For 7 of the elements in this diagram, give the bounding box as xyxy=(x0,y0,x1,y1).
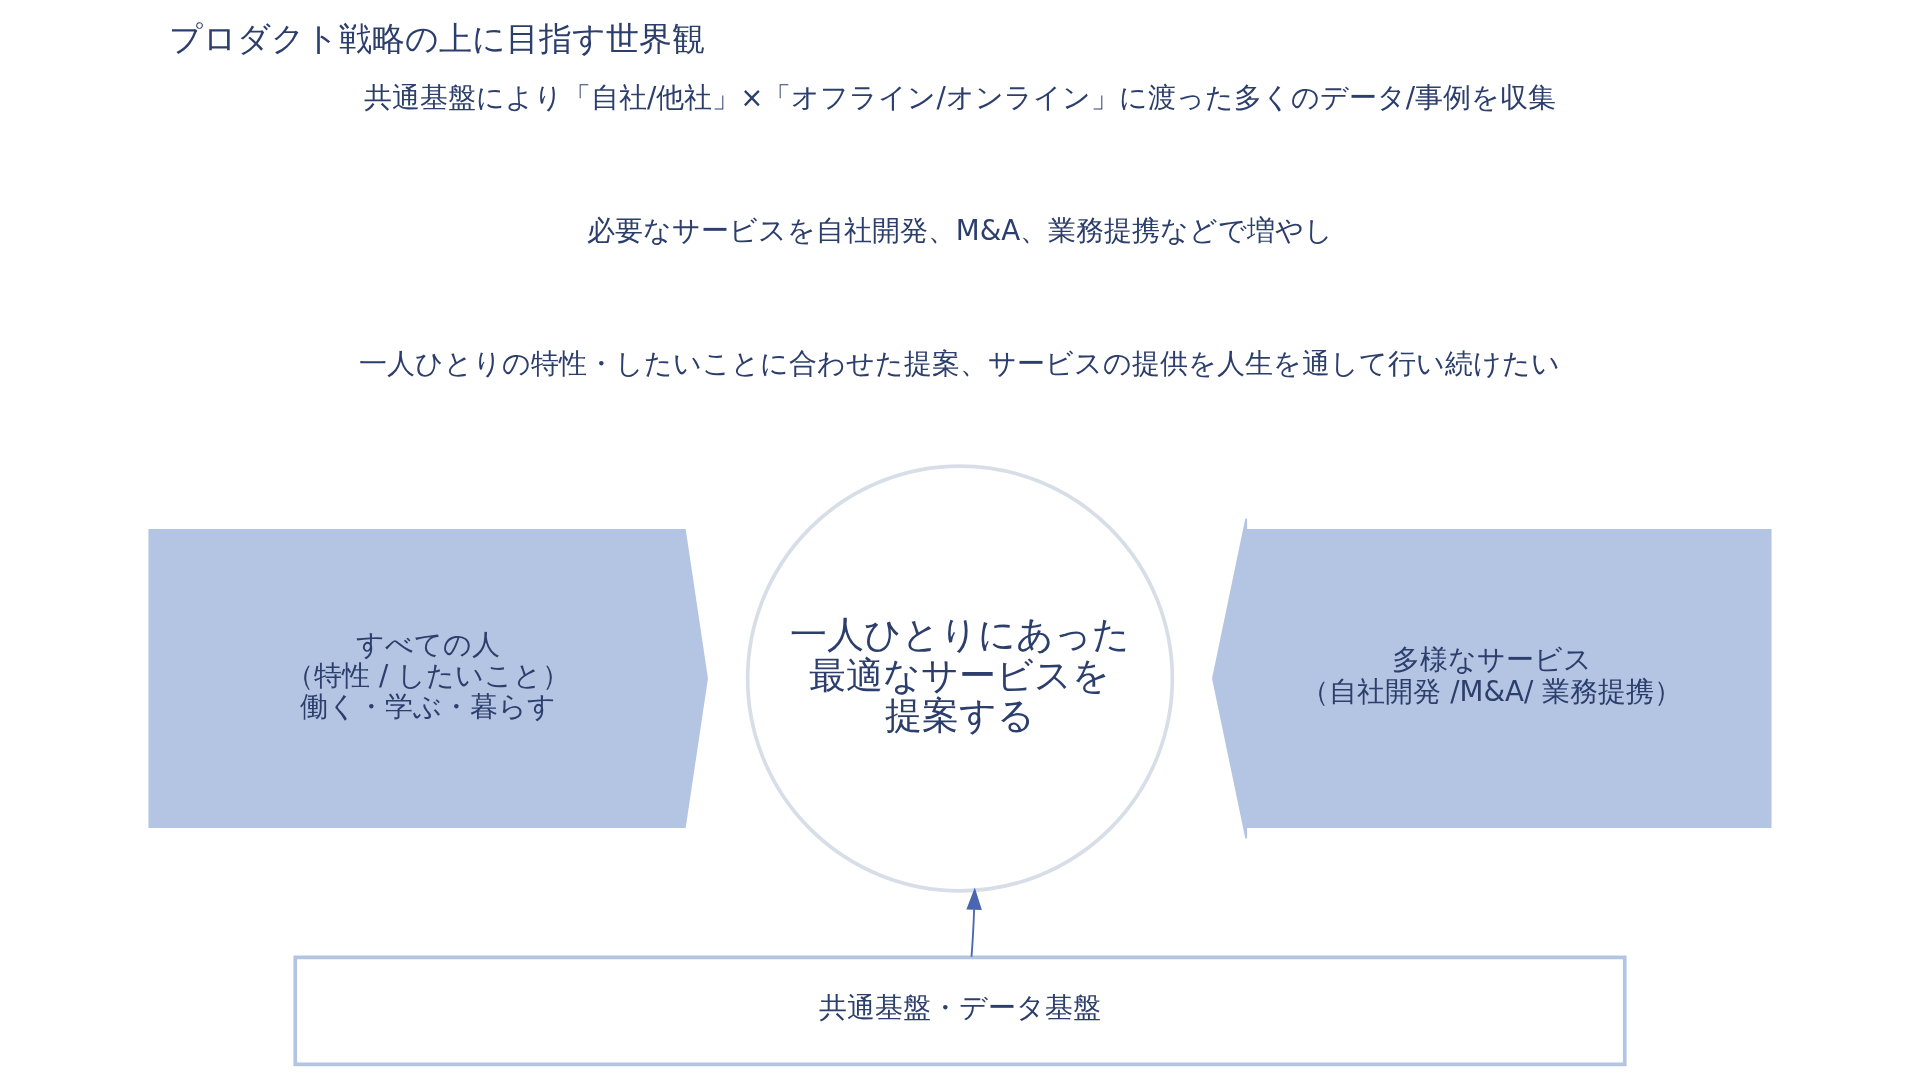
node-box: 共通基盤・データ基盤 xyxy=(293,955,1627,1067)
node-circle: 一人ひとりにあった最適なサービスを提案する xyxy=(745,464,1175,893)
arrow xyxy=(966,887,982,958)
label: 必要なサービスを自社開発、M&A、業務提携などで増やし xyxy=(586,213,1334,247)
diagram-title: プロダクト戦略の上に目指す世界観 xyxy=(168,18,705,58)
label: 一人ひとりの特性・したいことに合わせた提案、サービスの提供を人生を通して行い続けたい xyxy=(359,346,1561,380)
label: 共通基盤により「自社/他社」×「オフライン/オンライン」に渡った多くのデータ/事例を収集 xyxy=(363,81,1557,114)
